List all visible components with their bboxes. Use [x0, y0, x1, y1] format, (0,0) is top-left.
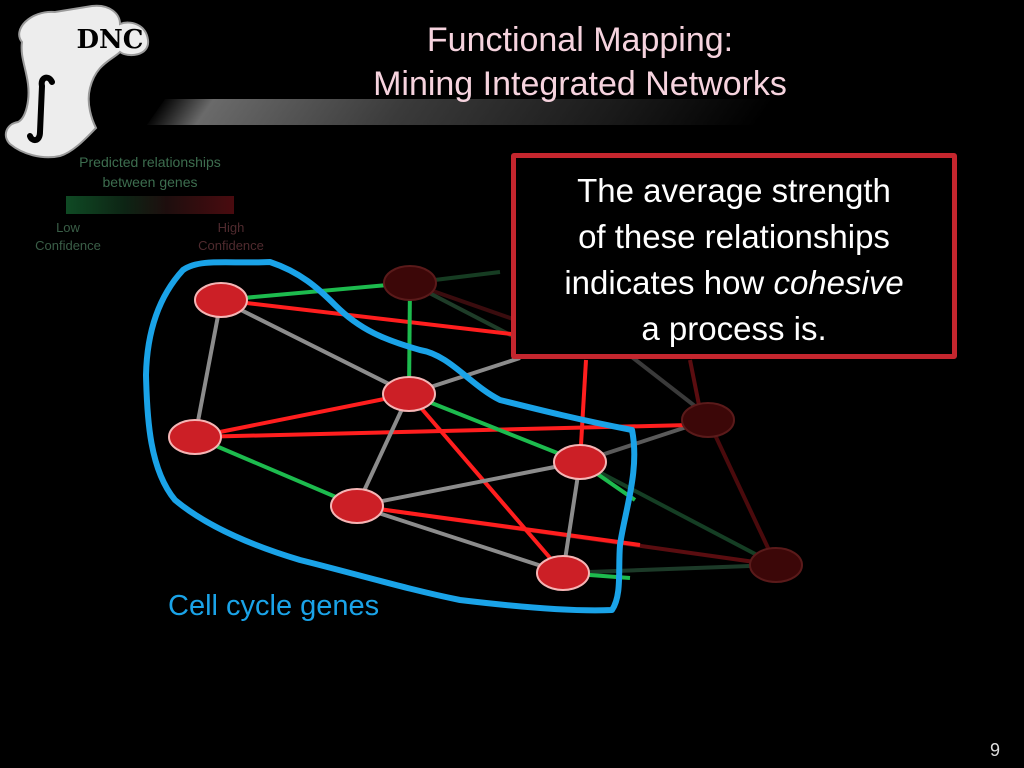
edge-high-confidence [356, 504, 641, 547]
callout-line-1: The average strength [577, 172, 891, 209]
logo-integral-symbol [27, 74, 55, 144]
legend-title-line-2: between genes [102, 174, 198, 190]
callout-text: The average strength of these relationsh… [516, 168, 952, 352]
legend-high-line-2: Confidence [198, 238, 264, 253]
callout-line-3: indicates how cohesive [516, 260, 952, 306]
gene-node [382, 376, 436, 412]
gene-nodes [168, 265, 803, 591]
legend-low-line-1: Low [56, 220, 80, 235]
legend-title: Predicted relationships between genes [40, 152, 260, 192]
edge-high-confidence [407, 392, 565, 575]
edge-neutral [561, 461, 582, 574]
edge-high-confidence [194, 392, 410, 439]
gene-node [553, 444, 607, 480]
edge-neutral [193, 299, 223, 438]
cluster-edges [193, 281, 691, 580]
edge [562, 563, 777, 575]
slide-title: Functional Mapping: Mining Integrated Ne… [250, 18, 910, 106]
edge-low-confidence [407, 282, 412, 395]
callout-line-2: of these relationships [578, 218, 890, 255]
page-number: 9 [990, 740, 1001, 760]
legend-low-line-2: Confidence [35, 238, 101, 253]
edge-high-confidence [220, 298, 521, 337]
legend-low-label: Low Confidence [13, 219, 123, 255]
title-line-2: Mining Integrated Networks [373, 65, 787, 103]
legend-high-label: High Confidence [176, 219, 286, 255]
title-line-1: Functional Mapping: [426, 21, 734, 59]
edge-low-confidence [408, 392, 581, 464]
gene-node [330, 488, 384, 524]
edge-neutral [220, 298, 410, 396]
edge [706, 419, 778, 566]
edge-low-confidence [220, 281, 411, 302]
callout-box: The average strength of these relationsh… [511, 153, 957, 359]
legend-high-line-1: High [217, 220, 245, 235]
gene-node [536, 555, 590, 591]
cluster-label: Cell cycle genes [168, 590, 380, 622]
logo-text: DNC [76, 25, 143, 55]
legend-title-line-1: Predicted relationships [79, 154, 221, 170]
gene-node-faded [681, 402, 735, 438]
edge-neutral [355, 393, 411, 507]
gene-node [168, 419, 222, 455]
edge-neutral [356, 504, 564, 575]
legend-gradient-bar [66, 196, 234, 214]
gene-node [194, 282, 248, 318]
gene-node-faded [749, 547, 803, 583]
callout-emphasis: cohesive [773, 264, 904, 301]
cell-cycle-cluster-outline [143, 259, 638, 614]
edge-neutral [356, 460, 581, 508]
edge [688, 359, 702, 411]
callout-line-3-prefix: indicates how [564, 264, 774, 301]
lab-logo: DNC [4, 4, 150, 159]
callout-line-4: a process is. [641, 310, 827, 347]
gene-node-faded [383, 265, 437, 301]
edge [579, 460, 777, 567]
edge-low-confidence [194, 435, 358, 508]
